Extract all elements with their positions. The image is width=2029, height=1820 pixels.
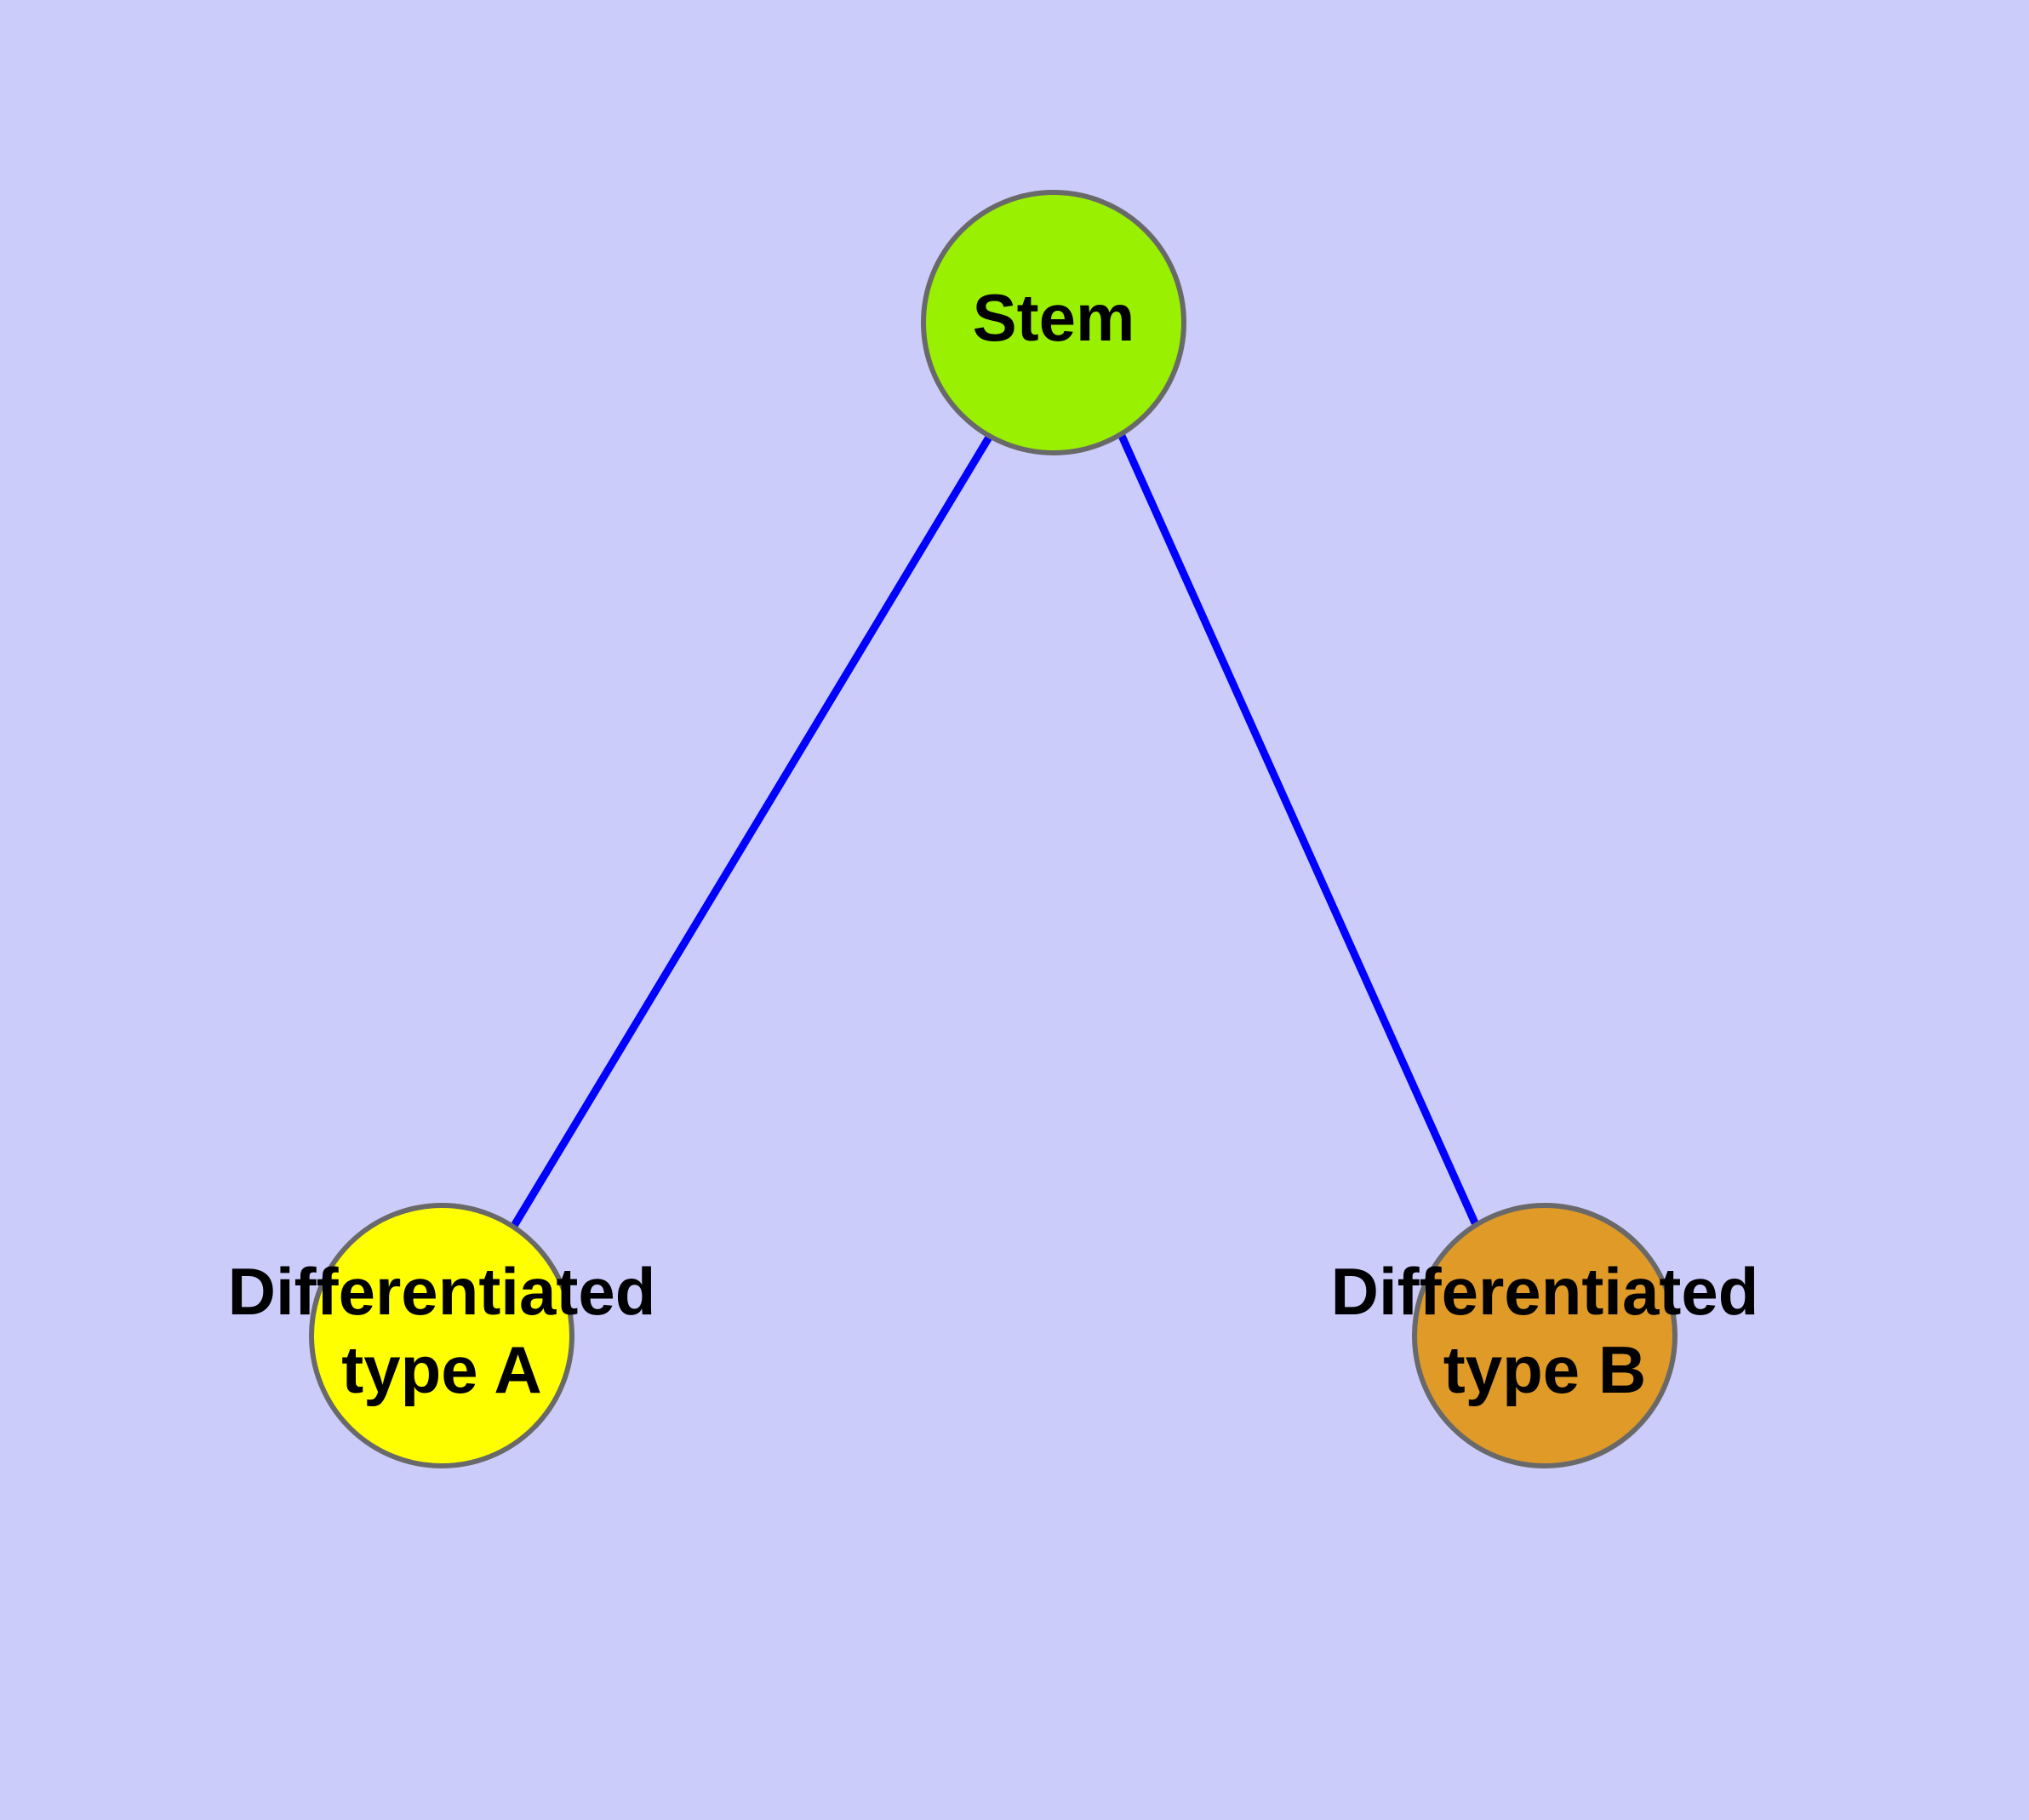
node-label-line: Differentiated [228, 1254, 656, 1329]
node-label-line: Differentiated [1331, 1254, 1759, 1329]
edge-layer [511, 433, 1481, 1228]
node-differentiated-type-a-circle[interactable] [309, 1203, 574, 1468]
node-label-line: type A [341, 1332, 542, 1407]
node-label-line: type B [1443, 1332, 1646, 1407]
node-differentiated-type-b-circle[interactable] [1412, 1203, 1677, 1468]
edge-stem-to-differentiated-type-a[interactable] [511, 433, 993, 1228]
node-layer [309, 190, 1677, 1468]
edge-stem-to-differentiated-type-b[interactable] [1117, 434, 1481, 1228]
node-label-line: Stem [973, 280, 1135, 355]
node-stem-circle[interactable] [921, 190, 1186, 455]
node-stem-label: Stem [973, 280, 1135, 355]
